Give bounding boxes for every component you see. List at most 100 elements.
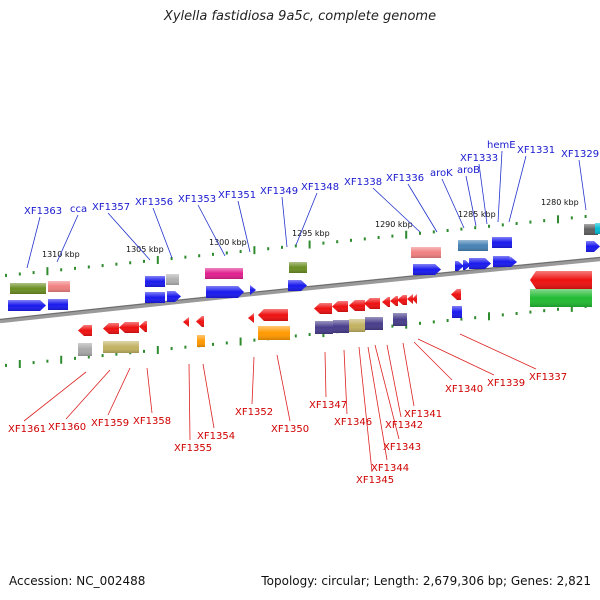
gene-label-bottom[interactable]: XF1358 bbox=[133, 416, 171, 427]
gene-shading bbox=[349, 319, 365, 332]
gene-label-bottom[interactable]: XF1346 bbox=[334, 417, 372, 428]
leader-line bbox=[197, 204, 226, 257]
minor-tick bbox=[322, 241, 325, 245]
gene-shading bbox=[452, 306, 462, 318]
gene-label-top[interactable]: XF1348 bbox=[301, 182, 339, 193]
gene-shading bbox=[48, 299, 68, 310]
minor-tick bbox=[446, 318, 449, 322]
minor-tick bbox=[225, 341, 228, 345]
gene-feature bbox=[145, 276, 165, 287]
gene-feature bbox=[365, 317, 383, 330]
minor-tick bbox=[501, 313, 504, 317]
gene-label-bottom[interactable]: XF1337 bbox=[529, 372, 567, 383]
gene-label-top[interactable]: XF1331 bbox=[517, 145, 555, 156]
leader-line bbox=[386, 344, 402, 418]
gene-shading bbox=[530, 289, 592, 307]
minor-tick bbox=[474, 226, 477, 230]
gene-label-top[interactable]: XF1356 bbox=[135, 197, 173, 208]
gene-label-bottom[interactable]: XF1344 bbox=[371, 463, 409, 474]
gene-label-top[interactable]: aroK bbox=[430, 168, 453, 179]
minor-tick bbox=[460, 317, 463, 321]
leader-line bbox=[237, 200, 251, 253]
gene-shading bbox=[333, 320, 349, 333]
gene-label-bottom[interactable]: XF1354 bbox=[197, 431, 235, 442]
leader-line bbox=[372, 187, 421, 233]
gene-feature bbox=[413, 264, 441, 275]
minor-tick bbox=[101, 264, 104, 268]
gene-label-top[interactable]: XF1329 bbox=[561, 149, 599, 160]
minor-tick bbox=[501, 223, 504, 227]
gene-label-bottom[interactable]: XF1339 bbox=[487, 378, 525, 389]
minor-tick bbox=[5, 273, 7, 277]
gene-label-top[interactable]: XF1363 bbox=[24, 206, 62, 217]
leader-line bbox=[374, 344, 400, 440]
gene-label-top[interactable]: XF1353 bbox=[178, 194, 216, 205]
leader-line bbox=[441, 178, 465, 229]
minor-tick bbox=[225, 251, 228, 255]
minor-tick bbox=[570, 216, 573, 220]
gene-shading bbox=[586, 241, 600, 252]
major-tick bbox=[557, 215, 559, 224]
gene-label-top[interactable]: XF1336 bbox=[386, 173, 424, 184]
minor-tick bbox=[557, 307, 559, 311]
gene-shading bbox=[78, 325, 92, 336]
gene-shading bbox=[196, 316, 204, 327]
gene-feature bbox=[530, 271, 592, 289]
gene-feature bbox=[397, 295, 407, 305]
major-tick bbox=[253, 246, 256, 255]
leader-line bbox=[23, 371, 87, 422]
gene-feature bbox=[48, 281, 70, 292]
major-tick bbox=[488, 312, 490, 321]
leader-line bbox=[413, 341, 453, 381]
gene-shading bbox=[314, 303, 332, 314]
gene-shading bbox=[407, 294, 413, 304]
gene-label-bottom[interactable]: XF1360 bbox=[48, 422, 86, 433]
gene-label-bottom[interactable]: XF1345 bbox=[356, 475, 394, 486]
scale-label: 1295 kbp bbox=[292, 229, 330, 238]
gene-shading bbox=[349, 300, 365, 311]
minor-tick bbox=[336, 240, 339, 244]
minor-tick bbox=[184, 255, 187, 259]
gene-label-top[interactable]: cca bbox=[70, 204, 87, 215]
gene-feature bbox=[78, 343, 92, 356]
gene-shading bbox=[413, 264, 441, 275]
gene-feature bbox=[206, 286, 244, 298]
gene-label-top[interactable]: XF1338 bbox=[344, 177, 382, 188]
minor-tick bbox=[239, 250, 242, 254]
gene-label-bottom[interactable]: XF1340 bbox=[445, 384, 483, 395]
leader-line bbox=[107, 212, 151, 261]
minor-tick bbox=[543, 309, 546, 313]
gene-shading bbox=[492, 237, 512, 248]
gene-feature bbox=[412, 294, 417, 304]
gene-label-bottom[interactable]: XF1352 bbox=[235, 407, 273, 418]
gene-shading bbox=[48, 281, 70, 292]
leader-line bbox=[417, 338, 495, 376]
minor-tick bbox=[18, 272, 21, 276]
leader-line bbox=[107, 367, 131, 416]
gene-label-bottom[interactable]: XF1343 bbox=[383, 442, 421, 453]
gene-label-top[interactable]: XF1349 bbox=[260, 186, 298, 197]
minor-tick bbox=[198, 254, 201, 258]
gene-label-top[interactable]: XF1333 bbox=[460, 153, 498, 164]
gene-label-top[interactable]: hemE bbox=[487, 140, 516, 151]
leader-line bbox=[146, 367, 153, 414]
gene-label-bottom[interactable]: XF1361 bbox=[8, 424, 46, 435]
leader-line bbox=[508, 155, 527, 223]
gene-label-top[interactable]: XF1351 bbox=[218, 190, 256, 201]
minor-tick bbox=[419, 321, 421, 325]
gene-label-bottom[interactable]: XF1359 bbox=[91, 418, 129, 429]
gene-label-bottom[interactable]: XF1347 bbox=[309, 400, 347, 411]
gene-feature bbox=[289, 262, 307, 273]
gene-label-bottom[interactable]: XF1341 bbox=[404, 409, 442, 420]
gene-feature bbox=[205, 268, 243, 279]
gene-shading bbox=[595, 223, 600, 234]
gene-label-top[interactable]: aroB bbox=[457, 165, 480, 176]
gene-label-bottom[interactable]: XF1355 bbox=[174, 443, 212, 454]
minor-tick bbox=[87, 265, 90, 269]
major-tick bbox=[570, 303, 573, 312]
gene-shading bbox=[332, 301, 348, 312]
leader-line bbox=[65, 369, 111, 420]
gene-label-bottom[interactable]: XF1350 bbox=[271, 424, 309, 435]
gene-label-bottom[interactable]: XF1342 bbox=[385, 420, 423, 431]
gene-label-top[interactable]: XF1357 bbox=[92, 202, 130, 213]
